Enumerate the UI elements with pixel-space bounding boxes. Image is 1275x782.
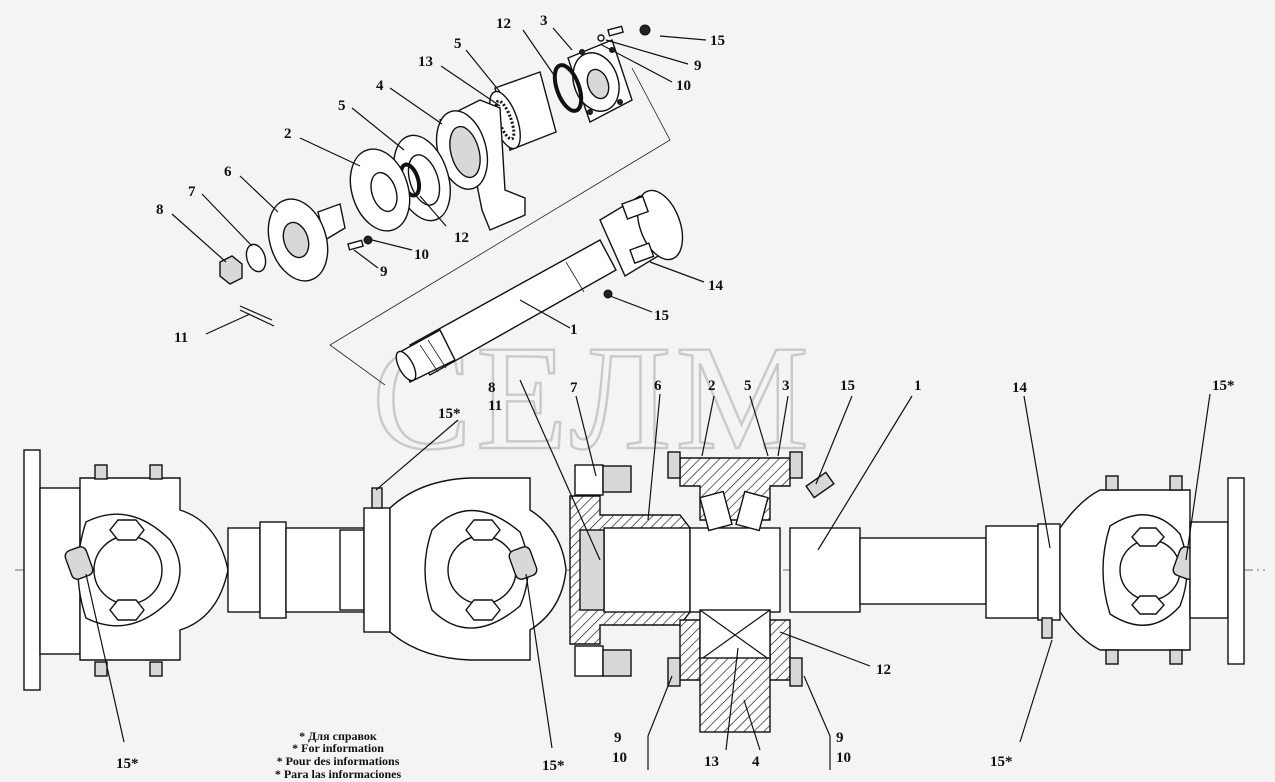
- part-1-shaft: [395, 239, 617, 383]
- part-14-universal-joint: [599, 189, 684, 278]
- left-shaft: [227, 487, 391, 633]
- label-7: 7: [188, 184, 196, 200]
- label-b9r: 9: [836, 730, 844, 746]
- label-9: 9: [694, 58, 702, 74]
- middle-yoke: [389, 477, 567, 661]
- note-en: * For information: [292, 741, 384, 755]
- label-b15s-tr: 15*: [1212, 378, 1235, 394]
- label-11: 11: [174, 330, 188, 346]
- note-fr: * Pour des informations: [277, 754, 400, 768]
- label-b15: 15: [840, 378, 855, 394]
- right-flange: [1189, 477, 1245, 665]
- exploded-view: 15 9 10 3 12 5 13 4 5 2 6 7 8 11 12 10 9…: [156, 13, 725, 386]
- label-b12: 12: [876, 662, 891, 678]
- exploded-labels: 15 9 10 3 12 5 13 4 5 2 6 7 8 11 12 10 9…: [156, 13, 725, 346]
- label-b13: 13: [704, 754, 719, 770]
- right-shaft: [789, 523, 1061, 639]
- label-b15s-bm: 15*: [542, 758, 565, 774]
- label-b15s-tl: 15*: [438, 406, 461, 422]
- label-b10r: 10: [836, 750, 851, 766]
- exploded-leaders: [171, 27, 707, 335]
- right-yoke: [1059, 475, 1202, 665]
- label-6: 6: [224, 164, 232, 180]
- label-13: 13: [418, 54, 433, 70]
- flange-section: [569, 464, 691, 677]
- part-13-bearing-sleeve: [489, 71, 557, 151]
- left-yoke: [64, 464, 229, 677]
- label-b15s-bl: 15*: [116, 756, 139, 772]
- label-9b: 9: [380, 264, 388, 280]
- label-b15s-br: 15*: [990, 754, 1013, 770]
- label-10b: 10: [414, 247, 429, 263]
- label-5b: 5: [338, 98, 346, 114]
- label-b10l: 10: [612, 750, 627, 766]
- label-5: 5: [454, 36, 462, 52]
- label-14: 14: [708, 278, 724, 294]
- label-b3: 3: [782, 378, 790, 394]
- part-2-cover: [349, 148, 411, 232]
- part-12-seal-top: [552, 63, 584, 113]
- label-4: 4: [376, 78, 384, 94]
- label-b14: 14: [1012, 380, 1028, 396]
- note-ru: * Для справок: [299, 729, 377, 743]
- label-b5: 5: [744, 378, 752, 394]
- assembly-leaders: [85, 379, 1211, 770]
- label-15: 15: [710, 33, 725, 49]
- label-3: 3: [540, 13, 548, 29]
- label-10: 10: [676, 78, 691, 94]
- label-8: 8: [156, 202, 164, 218]
- assembly-labels: 8 11 7 6 2 5 3 15 1 14 15* 15* 15* 15* 1…: [116, 378, 1235, 774]
- label-b2: 2: [708, 378, 716, 394]
- label-b8: 8: [488, 380, 496, 396]
- note-es: * Para las informaciones: [275, 767, 402, 781]
- label-12b: 12: [454, 230, 469, 246]
- label-1: 1: [570, 322, 578, 338]
- label-b9l: 9: [614, 730, 622, 746]
- label-2: 2: [284, 126, 292, 142]
- left-flange: [23, 449, 81, 691]
- label-b4: 4: [752, 754, 760, 770]
- label-b1: 1: [914, 378, 922, 394]
- label-b7: 7: [570, 380, 578, 396]
- part-3-flange-housing: [567, 39, 633, 123]
- label-15b: 15: [654, 308, 669, 324]
- assembly-view: 8 11 7 6 2 5 3 15 1 14 15* 15* 15* 15* 1…: [15, 378, 1265, 781]
- part-8-castle-nut: [219, 255, 243, 285]
- exploded-boundary: [329, 67, 671, 386]
- part-4-bearing-support: [435, 99, 526, 231]
- label-b6: 6: [654, 378, 662, 394]
- part-11-cotter-pin: [239, 305, 275, 327]
- part-6-flange: [267, 198, 346, 282]
- reference-notes: * Для справок * For information * Pour d…: [275, 729, 402, 781]
- label-b11: 11: [488, 398, 502, 414]
- bolt-set-top: [597, 24, 651, 42]
- part-7-washer: [245, 243, 267, 273]
- bolt-set-middle: [347, 235, 373, 251]
- label-12: 12: [496, 16, 511, 32]
